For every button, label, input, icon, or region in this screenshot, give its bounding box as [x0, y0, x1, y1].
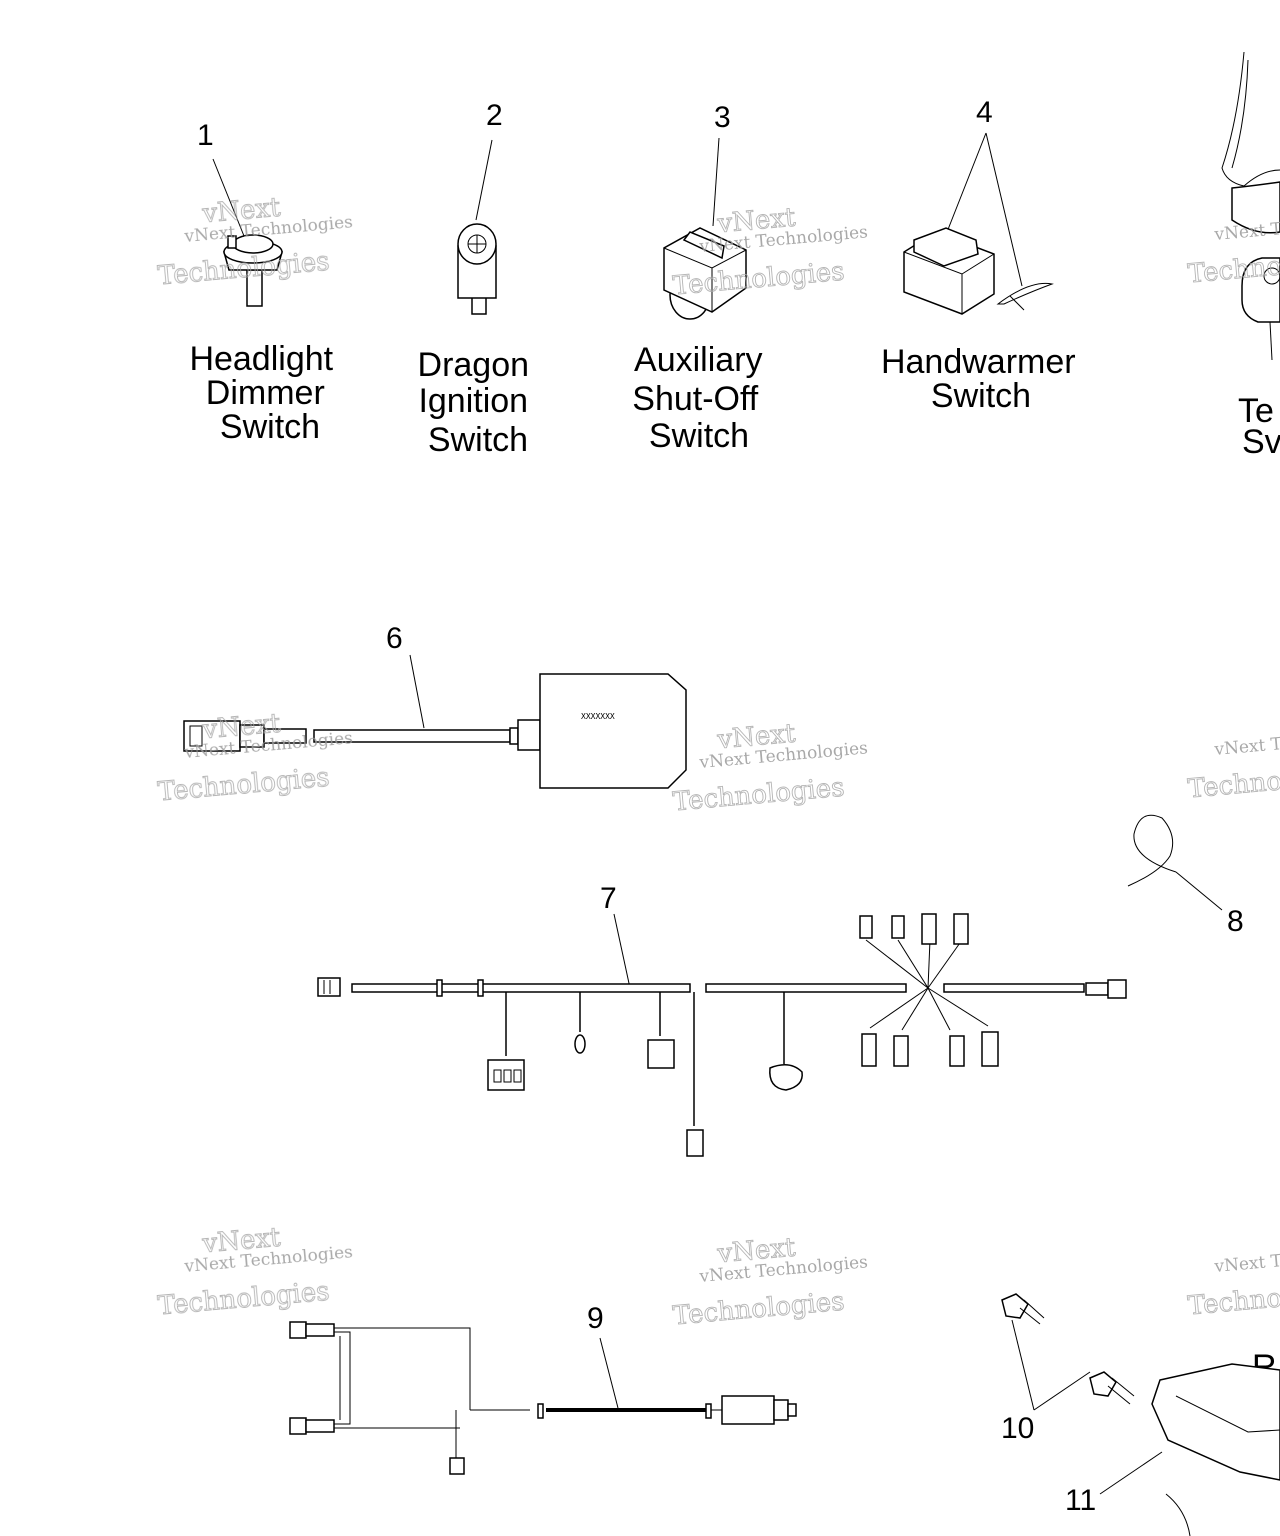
- callout-11: 11: [1065, 1484, 1096, 1517]
- callout-6: 6: [386, 622, 403, 655]
- main-wiring-harness-drawing: [317, 913, 1127, 1157]
- sub-harness-drawing: [289, 1321, 797, 1475]
- callout-9: 9: [587, 1302, 604, 1335]
- svg-text:Technologies: Technologies: [672, 1287, 846, 1332]
- svg-text:vNext: vNext: [200, 1223, 282, 1260]
- svg-text:vNext Technologies: vNext Technologies: [1213, 725, 1280, 760]
- handwarmer-switch-drawing: [903, 132, 1054, 315]
- module-label: XXXXXXX: [581, 712, 615, 721]
- module-harness-drawing: XXXXXXX: [183, 654, 687, 789]
- svg-text:Technologies: Technologies: [1187, 245, 1280, 290]
- callout-3: 3: [714, 101, 731, 134]
- cable-tie-drawing: [1127, 814, 1223, 911]
- svg-text:vNext: vNext: [200, 193, 282, 230]
- callout-10: 10: [1001, 1412, 1034, 1445]
- headlight-dimmer-switch-drawing: [212, 158, 283, 307]
- svg-text:Technologies: Technologies: [672, 773, 846, 818]
- svg-text:Technologies: Technologies: [1187, 760, 1280, 805]
- handwarmer-label: Handwarmer Switch: [881, 343, 1085, 415]
- aux-shutoff-switch-drawing: [663, 137, 747, 320]
- svg-text:vNext: vNext: [715, 719, 797, 756]
- headlight-dimmer-label: Headlight Dimmer Switch: [189, 340, 342, 446]
- te-partial-label: Te Sv: [1238, 392, 1280, 461]
- callout-4: 4: [976, 96, 993, 129]
- svg-text:vNext: vNext: [715, 203, 797, 240]
- dragon-ignition-switch-drawing: [457, 139, 497, 315]
- svg-text:Technologies: Technologies: [1187, 1277, 1280, 1322]
- callout-1: 1: [197, 119, 214, 152]
- callout-2: 2: [486, 99, 503, 132]
- svg-text:Technologies: Technologies: [157, 763, 331, 808]
- svg-text:vNext Technologies: vNext Technologies: [1213, 1242, 1280, 1277]
- callout-8: 8: [1227, 905, 1244, 938]
- callout-7: 7: [600, 882, 617, 915]
- bolts-and-bracket-drawing: [1001, 1293, 1280, 1536]
- svg-text:Technologies: Technologies: [157, 1277, 331, 1322]
- svg-text:Technologies: Technologies: [157, 247, 331, 292]
- svg-text:vNext: vNext: [200, 709, 282, 746]
- tether-switch-partial-drawing: [1221, 51, 1280, 361]
- aux-shutoff-label: Auxiliary Shut-Off Switch: [632, 341, 772, 455]
- svg-text:vNext: vNext: [715, 1233, 797, 1270]
- dragon-ignition-label: Dragon Ignition Switch: [418, 346, 539, 459]
